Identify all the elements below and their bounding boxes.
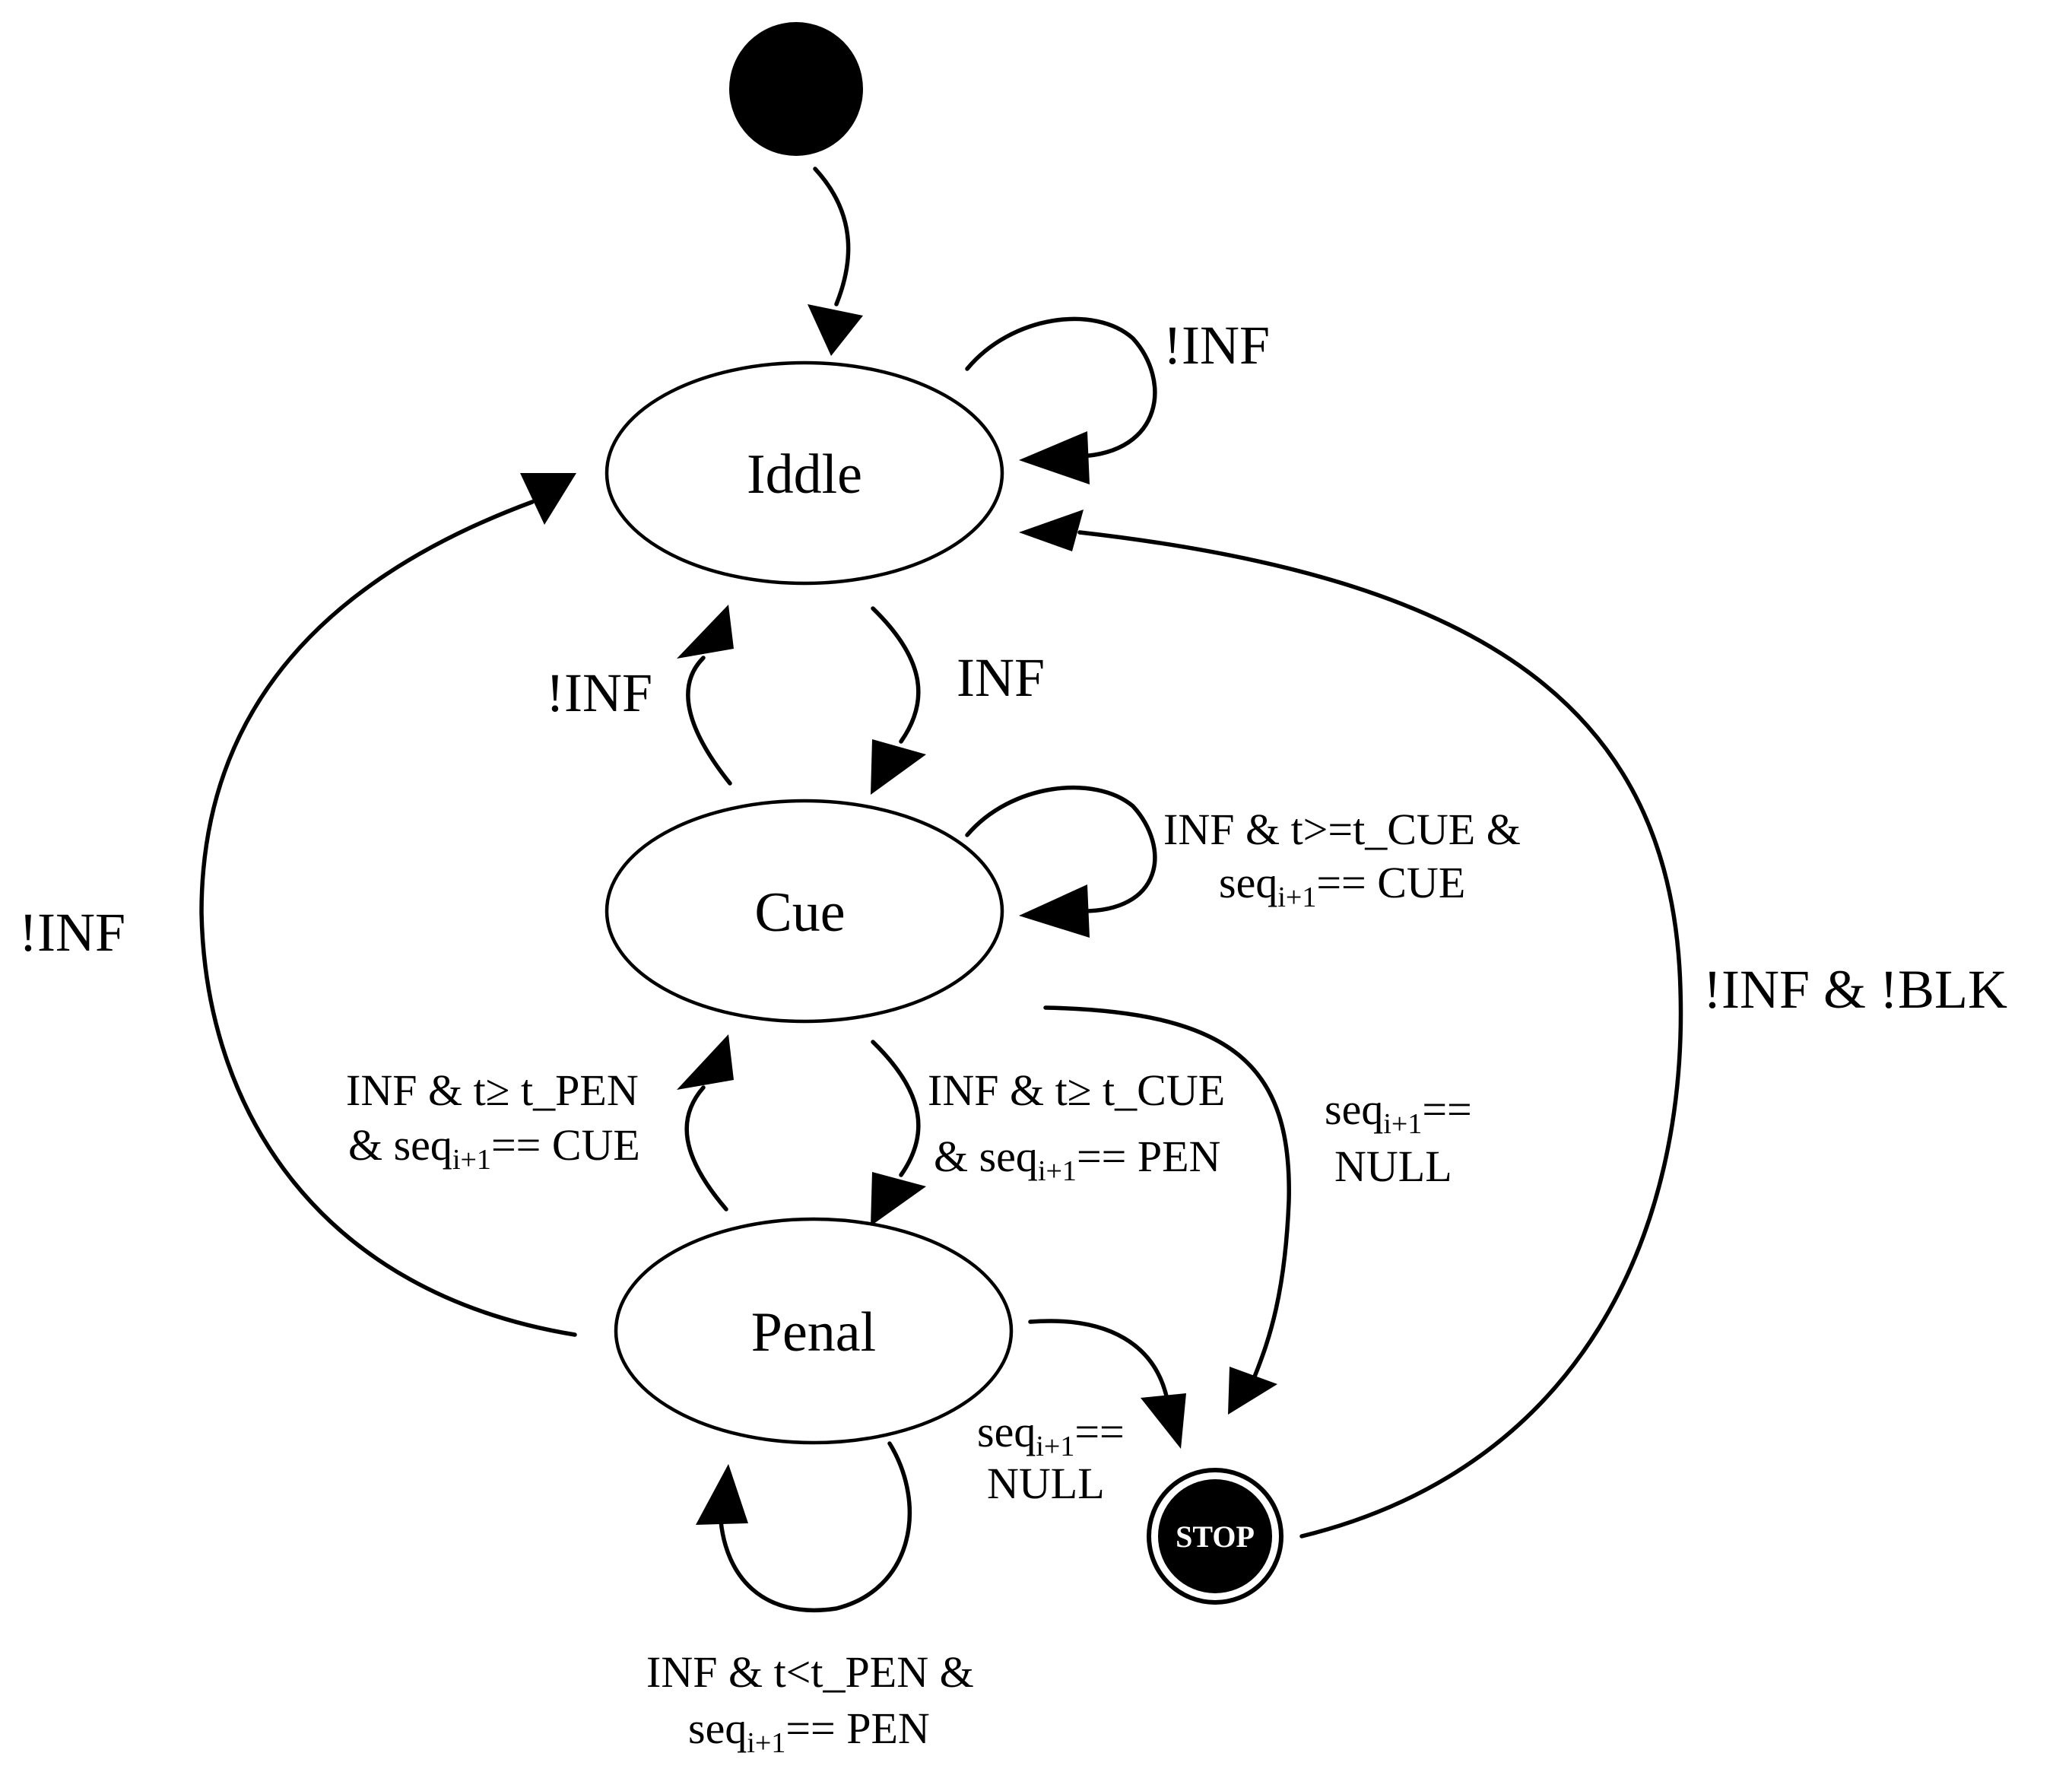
state-iddle-shape (604, 360, 1004, 586)
state-stop[interactable]: STOP (1147, 1468, 1283, 1605)
arrowhead-cue-to-stop (1228, 1367, 1277, 1415)
label-penal-self-sub: i+1 (747, 1727, 785, 1759)
arrowhead-cue-to-iddle (677, 605, 734, 659)
stop-label: STOP (1176, 1520, 1255, 1554)
arrowhead-cue-self (1019, 884, 1090, 938)
label-penal-to-stop-line2: NULL (987, 1459, 1105, 1508)
arrowhead-penal-to-stop (1141, 1393, 1186, 1449)
label-penal-to-stop-cond: == (1074, 1407, 1124, 1456)
label-cue-self-seq: seq (1219, 858, 1277, 907)
label-penal-to-stop-sub: i+1 (1036, 1431, 1074, 1462)
label-penal-to-cue-line1: INF & t≥ t_PEN (346, 1065, 639, 1115)
label-penal-self-line1: INF & t<t_PEN & (646, 1647, 974, 1697)
label-penal-to-cue-seq: & seq (348, 1120, 452, 1170)
label-penal-to-iddle: !INF (19, 902, 125, 963)
state-cue[interactable]: Cue (604, 799, 1004, 1024)
label-cue-to-penal-cond: == PEN (1077, 1132, 1221, 1181)
state-cue-shape (604, 799, 1004, 1024)
label-cue-to-penal-sub: i+1 (1038, 1155, 1077, 1187)
edge-penal-self (719, 1441, 912, 1612)
label-cue-self-cond: == CUE (1316, 858, 1465, 907)
label-iddle-to-cue: INF (957, 647, 1045, 708)
arrowhead-penal-to-iddle (520, 473, 576, 525)
label-iddle-self: !INF (1163, 315, 1270, 376)
arrowhead-iddle-to-cue (871, 739, 926, 795)
label-cue-to-stop-sub: i+1 (1383, 1108, 1422, 1140)
label-cue-self-sub: i+1 (1277, 881, 1316, 913)
edge-initial-to-iddle (813, 167, 851, 306)
arrowhead-iddle-self (1019, 431, 1090, 484)
label-penal-to-stop-seq: seq (977, 1407, 1036, 1456)
label-cue-self-line1: INF & t>=t_CUE & (1163, 805, 1521, 854)
stop-inner-disc (1158, 1479, 1272, 1593)
label-cue-to-stop-line1: seqi+1== (1325, 1084, 1472, 1140)
label-cue-self-line2: seqi+1== CUE (1219, 858, 1465, 913)
label-penal-self-cond: == PEN (785, 1704, 930, 1753)
label-cue-to-stop-seq: seq (1325, 1084, 1383, 1134)
edge-cue-self (965, 785, 1157, 913)
arrowhead-penal-to-cue (677, 1034, 734, 1090)
state-iddle[interactable]: Iddle (604, 360, 1004, 586)
label-cue-to-penal-seq: & seq (934, 1132, 1038, 1181)
edge-cue-to-stop (1043, 1005, 1291, 1379)
label-cue-to-stop-cond: == (1422, 1084, 1471, 1134)
state-iddle-label: Iddle (747, 443, 862, 506)
edge-iddle-to-cue (871, 606, 921, 744)
label-penal-to-stop-line1: seqi+1== (977, 1407, 1125, 1462)
label-cue-to-penal-line2: & seqi+1== PEN (934, 1132, 1220, 1187)
state-penal-label: Penal (751, 1301, 876, 1364)
label-penal-to-cue-cond: == CUE (491, 1120, 640, 1170)
state-penal-shape (614, 1217, 1014, 1445)
label-penal-to-cue-line2: & seqi+1== CUE (348, 1120, 640, 1176)
edge-penal-to-cue (684, 1085, 728, 1212)
arrowhead-penal-self (696, 1464, 748, 1525)
state-penal[interactable]: Penal (614, 1217, 1014, 1445)
label-penal-self-line2: seqi+1== PEN (688, 1704, 930, 1759)
label-penal-self-seq: seq (688, 1704, 747, 1753)
edge-cue-to-penal (871, 1040, 921, 1177)
edge-penal-to-stop (1028, 1319, 1169, 1402)
label-cue-to-stop-line2: NULL (1334, 1142, 1452, 1191)
edge-iddle-self (965, 316, 1157, 459)
edge-stop-to-iddle (1077, 530, 1683, 1539)
arrowhead-stop-to-iddle (1019, 510, 1084, 551)
label-stop-to-iddle: !INF & !BLK (1703, 959, 2007, 1020)
label-penal-to-cue-sub: i+1 (452, 1144, 491, 1176)
edge-penal-to-iddle (199, 500, 577, 1337)
label-cue-to-iddle: !INF (546, 662, 652, 723)
arrowhead-initial-to-iddle (808, 304, 863, 356)
initial-state (729, 22, 863, 156)
edge-cue-to-iddle (686, 656, 732, 786)
arrowhead-cue-to-penal (871, 1172, 926, 1226)
state-cue-label: Cue (754, 881, 845, 944)
label-cue-to-penal-line1: INF & t≥ t_CUE (928, 1065, 1225, 1115)
